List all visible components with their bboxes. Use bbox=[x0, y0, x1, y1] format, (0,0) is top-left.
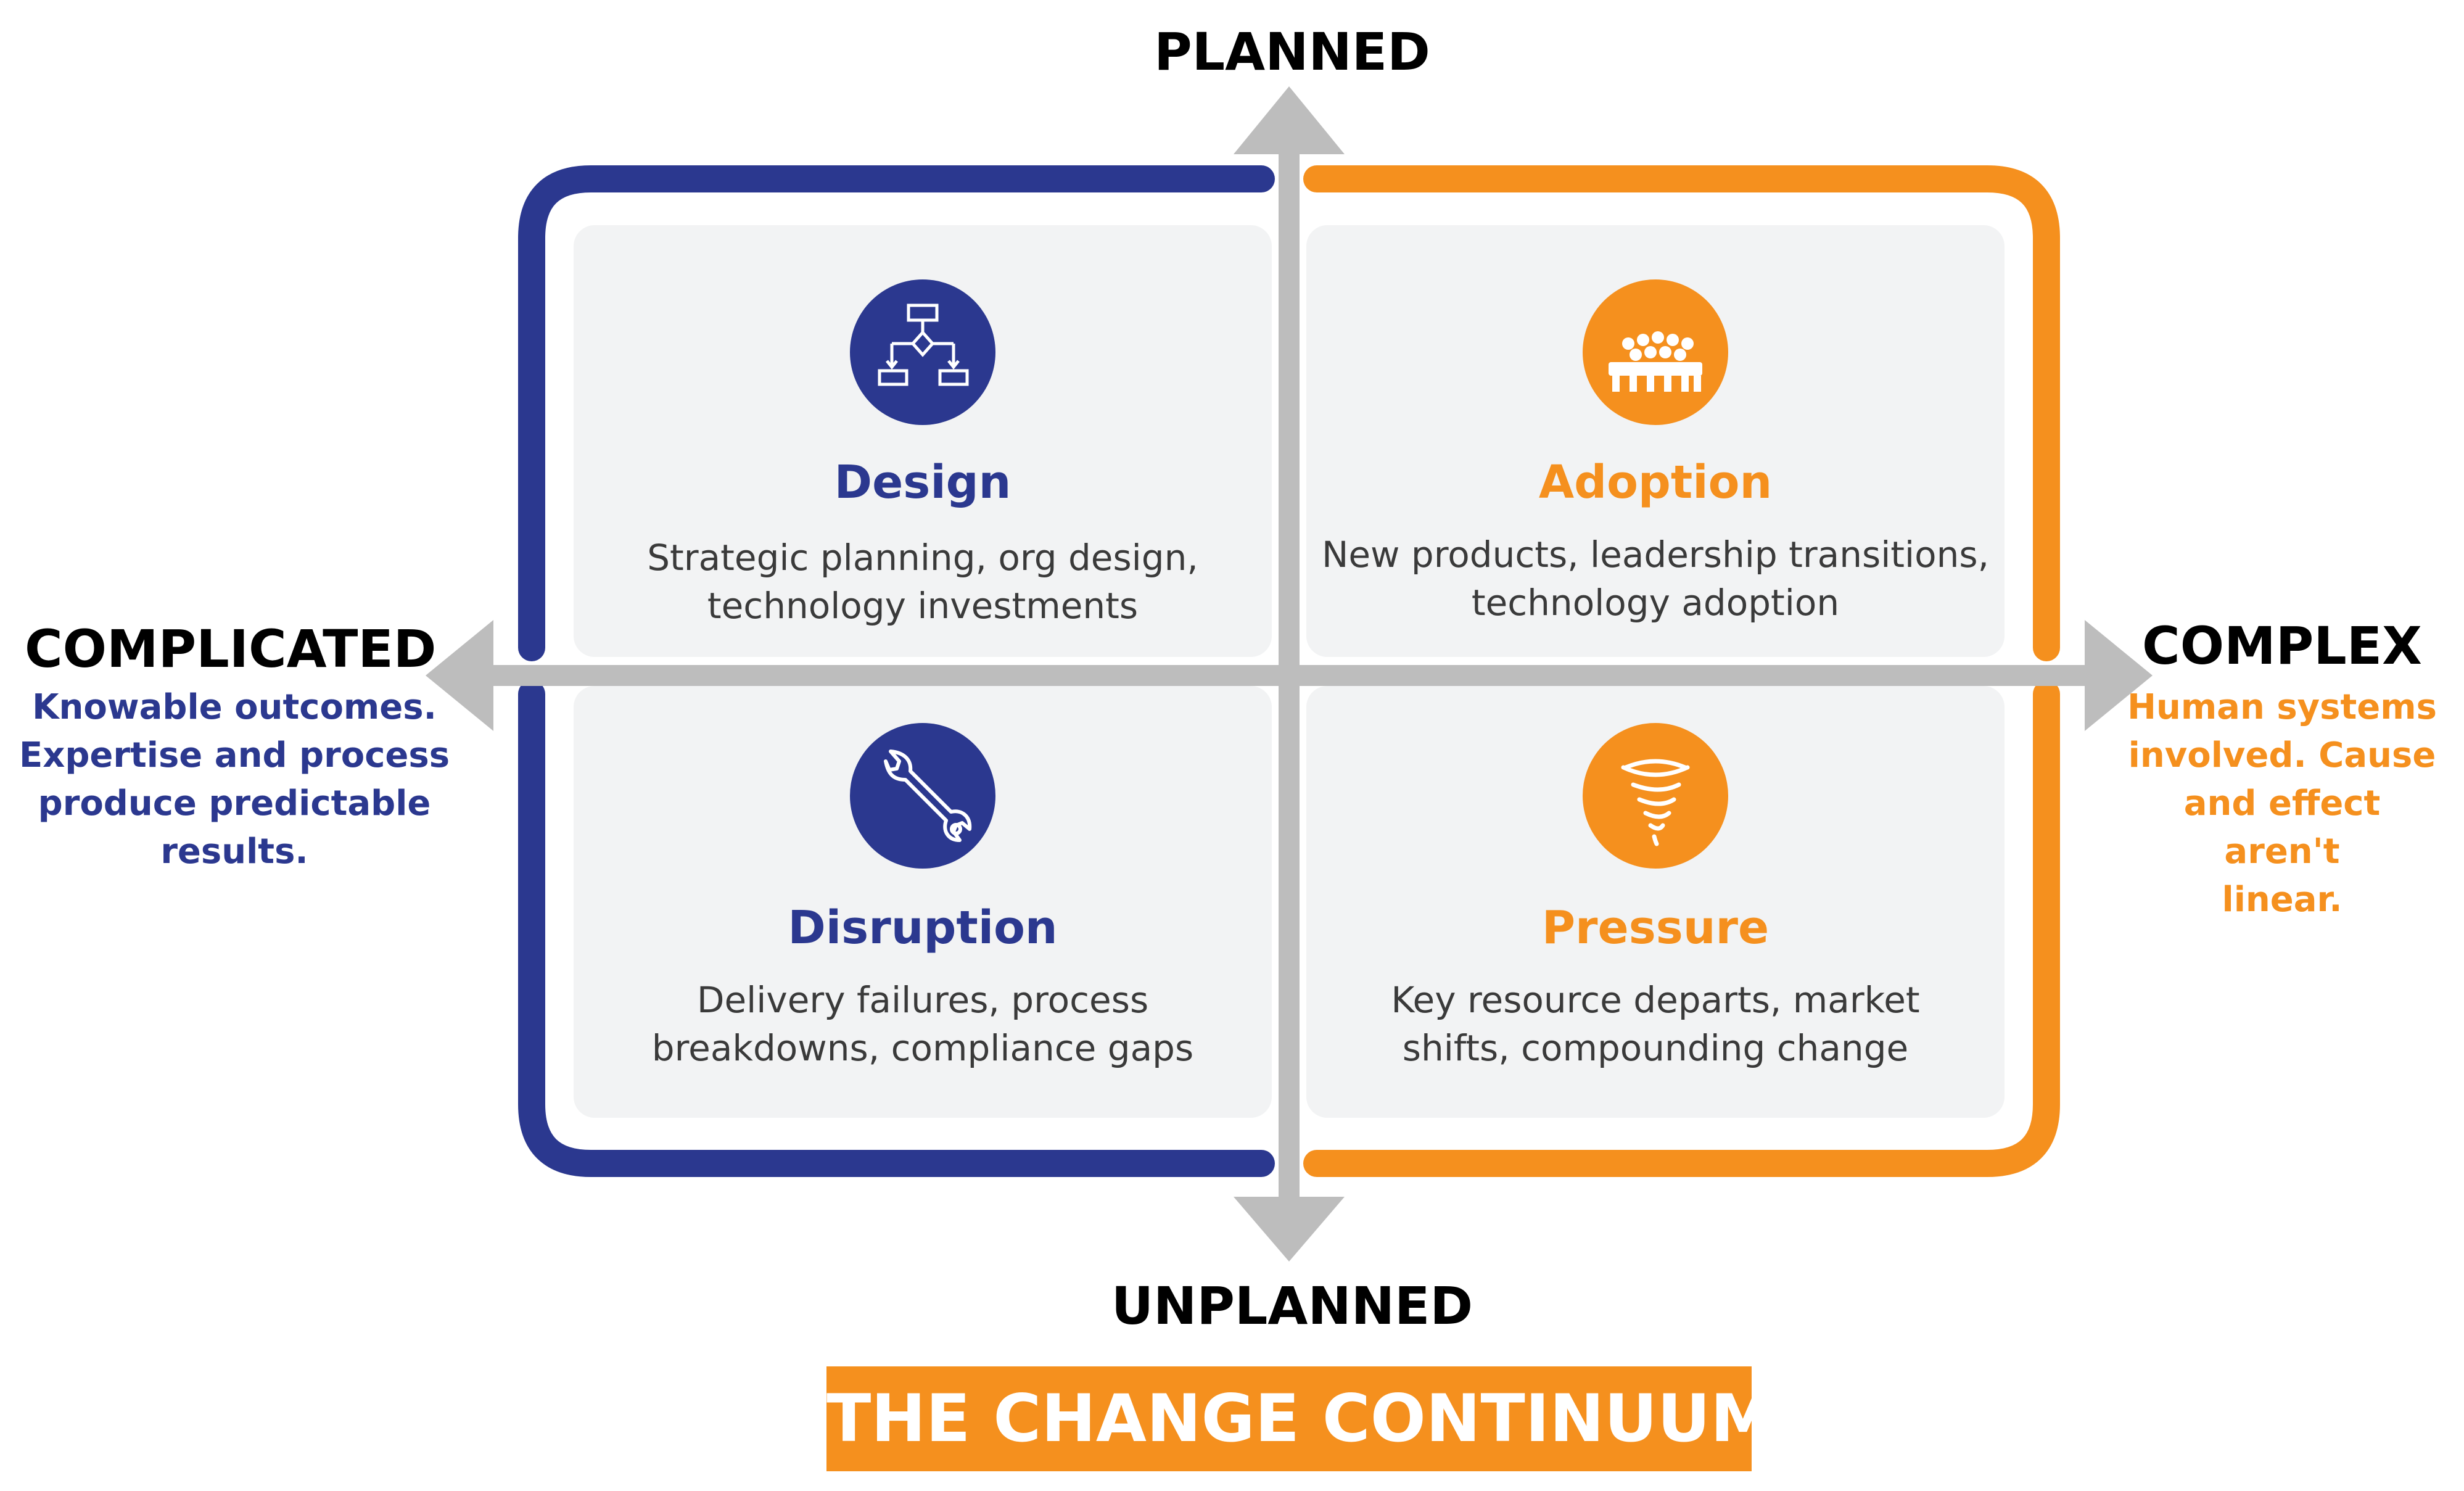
arrow-right-icon bbox=[2085, 620, 2153, 731]
axis-label-complicated: COMPLICATED bbox=[25, 619, 437, 679]
tornado-icon bbox=[1583, 723, 1728, 869]
axis-label-planned: PLANNED bbox=[1154, 22, 1430, 82]
orange-bracket-bottom bbox=[1303, 680, 2060, 1177]
card-design: Design Strategic planning, org design, t… bbox=[574, 225, 1272, 657]
navy-bracket-bottom bbox=[518, 680, 1275, 1177]
complex-description: Human systems involved. Cause and effect… bbox=[2127, 687, 2437, 920]
title-banner: THE CHANGE CONTINUUM bbox=[826, 1366, 1776, 1471]
diagram-title: THE CHANGE CONTINUUM bbox=[826, 1381, 1776, 1456]
arrow-up-icon bbox=[1234, 86, 1345, 154]
audience-icon bbox=[1583, 279, 1728, 425]
axis-label-complex: COMPLEX bbox=[2142, 616, 2422, 676]
wrench-icon bbox=[850, 723, 995, 869]
quadrant-description-disruption: Delivery failures, process breakdowns, c… bbox=[651, 979, 1194, 1069]
arrow-down-icon bbox=[1234, 1197, 1345, 1262]
quadrant-description-adoption: New products, leadership transitions, te… bbox=[1321, 534, 1990, 624]
quadrant-description-pressure: Key resource departs, market shifts, com… bbox=[1391, 979, 1920, 1069]
quadrant-title-pressure: Pressure bbox=[1541, 901, 1770, 954]
axis-label-unplanned: UNPLANNED bbox=[1111, 1276, 1473, 1336]
quadrant-title-adoption: Adoption bbox=[1538, 456, 1773, 509]
flowchart-icon bbox=[850, 279, 995, 425]
quadrant-title-disruption: Disruption bbox=[788, 901, 1058, 954]
quadrant-description-design: Strategic planning, org design, technolo… bbox=[647, 537, 1198, 627]
card-pressure: Pressure Key resource departs, market sh… bbox=[1306, 686, 2005, 1118]
quadrant-title-design: Design bbox=[834, 456, 1012, 509]
orange-bracket-top bbox=[1303, 165, 2060, 661]
card-adoption: Adoption New products, leadership transi… bbox=[1306, 225, 2005, 657]
complicated-description: Knowable outcomes. Expertise and process… bbox=[19, 687, 450, 872]
card-disruption: Disruption Delivery failures, process br… bbox=[574, 686, 1272, 1118]
navy-bracket-top bbox=[518, 165, 1275, 661]
arrow-left-icon bbox=[426, 620, 493, 731]
